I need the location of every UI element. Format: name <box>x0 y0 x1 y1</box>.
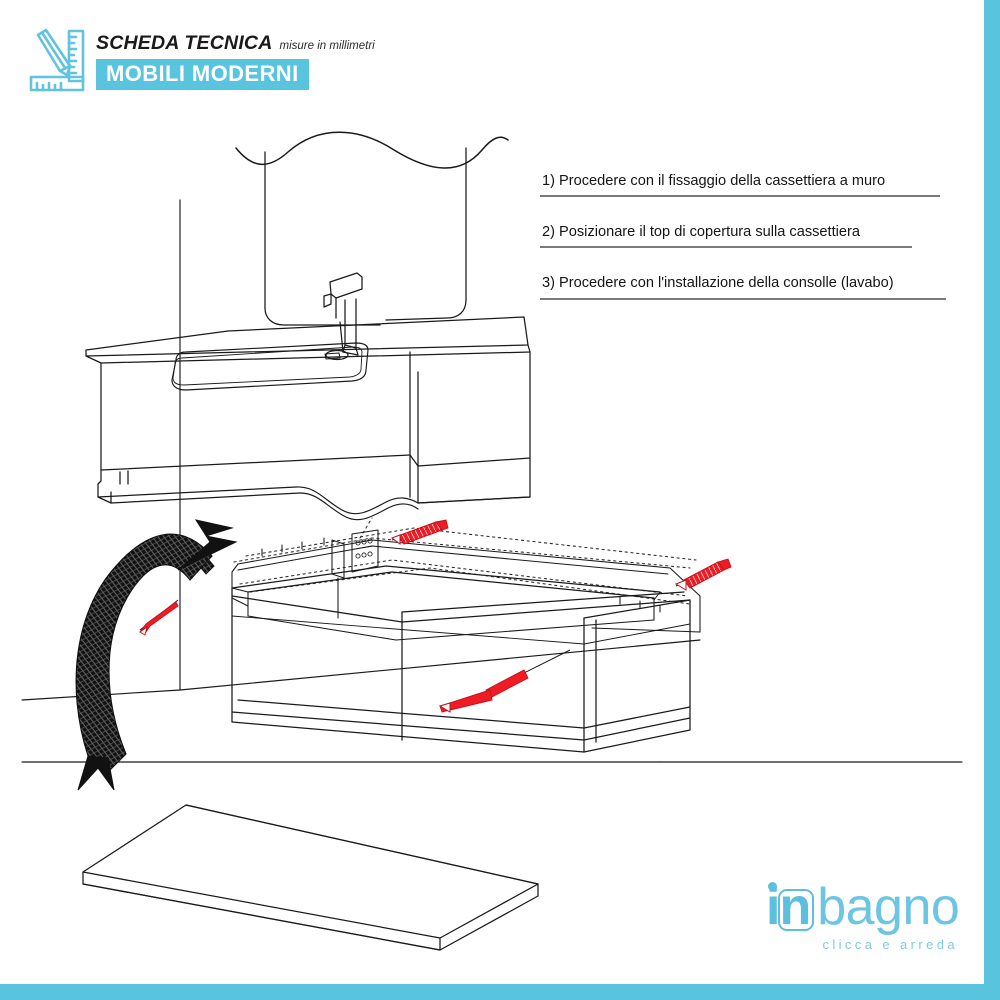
mirror <box>235 131 509 326</box>
instruction-text-3: 3) Procedere con l'installazione della c… <box>542 275 894 292</box>
page-subtitle: misure in millimetri <box>279 40 375 52</box>
instruction-item-1: 1) Procedere con il fissaggio della cass… <box>540 172 950 198</box>
wall-anchor-top <box>390 519 449 545</box>
rotation-arrow <box>75 519 238 791</box>
logo-tagline: clicca e arreda <box>822 937 958 952</box>
pencil-and-ruler-icon <box>29 28 85 92</box>
instruction-text-2: 2) Posizionare il top di copertura sulla… <box>542 224 860 241</box>
page-title: SCHEDA TECNICA <box>96 32 273 54</box>
cover-top-panel <box>82 804 539 951</box>
logo-bagno-label: bagno <box>817 878 960 936</box>
brand-logo[interactable]: in bagno clicca e arreda <box>762 879 962 952</box>
wall-anchor-left <box>139 599 179 636</box>
category-band: MOBILI MODERNI <box>96 59 309 90</box>
logo-dot <box>768 882 777 891</box>
logo-in-text: in <box>762 879 815 933</box>
frame-border-right <box>984 0 1000 1000</box>
logo-wordmark: in bagno <box>762 879 962 933</box>
instruction-rule-1 <box>540 195 940 198</box>
alignment-dotted-lines <box>233 517 697 605</box>
wall-anchor-front <box>438 649 571 713</box>
wall-anchor-right <box>674 558 732 591</box>
drawer-cabinet <box>231 565 691 753</box>
instruction-rule-3 <box>540 297 946 300</box>
instruction-rule-2 <box>540 246 912 249</box>
washbasin-console <box>85 316 531 504</box>
page-header: SCHEDA TECNICA misure in millimetri MOBI… <box>26 28 375 94</box>
instruction-list: 1) Procedere con il fissaggio della cass… <box>540 172 950 326</box>
console-break-line <box>295 486 419 521</box>
frame-border-bottom <box>0 984 1000 1000</box>
logo-rounded-box <box>778 889 815 931</box>
mounting-rails <box>231 537 701 633</box>
instruction-item-2: 2) Posizionare il top di copertura sulla… <box>540 223 950 249</box>
instruction-item-3: 3) Procedere con l'installazione della c… <box>540 274 950 300</box>
mounting-bracket <box>331 529 379 619</box>
faucet <box>323 272 363 361</box>
instruction-text-1: 1) Procedere con il fissaggio della cass… <box>542 173 886 189</box>
